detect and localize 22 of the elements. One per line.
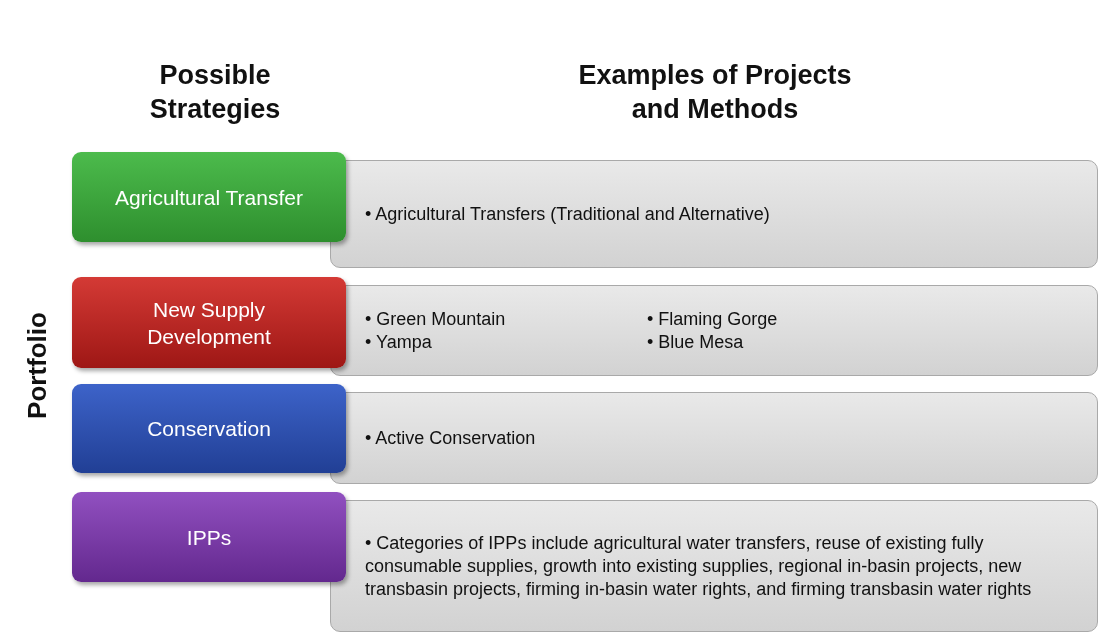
examples-panel xyxy=(330,392,1098,484)
bullet-item: • Agricultural Transfers (Traditional and Alternative) xyxy=(365,202,771,226)
row-group-label: Portfolio xyxy=(21,311,53,421)
strategy-box xyxy=(72,492,346,582)
bullet-item: • Green Mountain xyxy=(365,307,507,331)
examples-panel xyxy=(330,160,1098,268)
strategy-label: Agricultural Transfer xyxy=(115,184,303,211)
column-heading: Examples of Projects and Methods xyxy=(577,59,853,126)
examples-panel xyxy=(330,500,1098,632)
bullet-item: • Yampa xyxy=(365,330,433,354)
bullet-item: • Flaming Gorge xyxy=(647,307,779,331)
strategy-label: Conservation xyxy=(147,416,271,442)
bullet-item: • Categories of IPPs include agricultural water transfers, reuse of existing fully consumable supplies, growth into existing supplies, regional in-basin projects, new transbasin projects, firming in-basin water rights, and firming transbasin water rights xyxy=(365,531,1033,601)
strategy-label: IPPs xyxy=(186,524,232,551)
bullet-item: • Blue Mesa xyxy=(647,330,745,354)
strategy-box xyxy=(72,152,346,242)
strategy-box xyxy=(72,277,346,368)
bullet-item: • Active Conservation xyxy=(365,426,537,450)
column-heading: Possible Strategies xyxy=(148,59,282,126)
strategy-box xyxy=(72,384,346,473)
strategy-label: New Supply Development xyxy=(146,296,272,350)
examples-panel xyxy=(330,285,1098,376)
